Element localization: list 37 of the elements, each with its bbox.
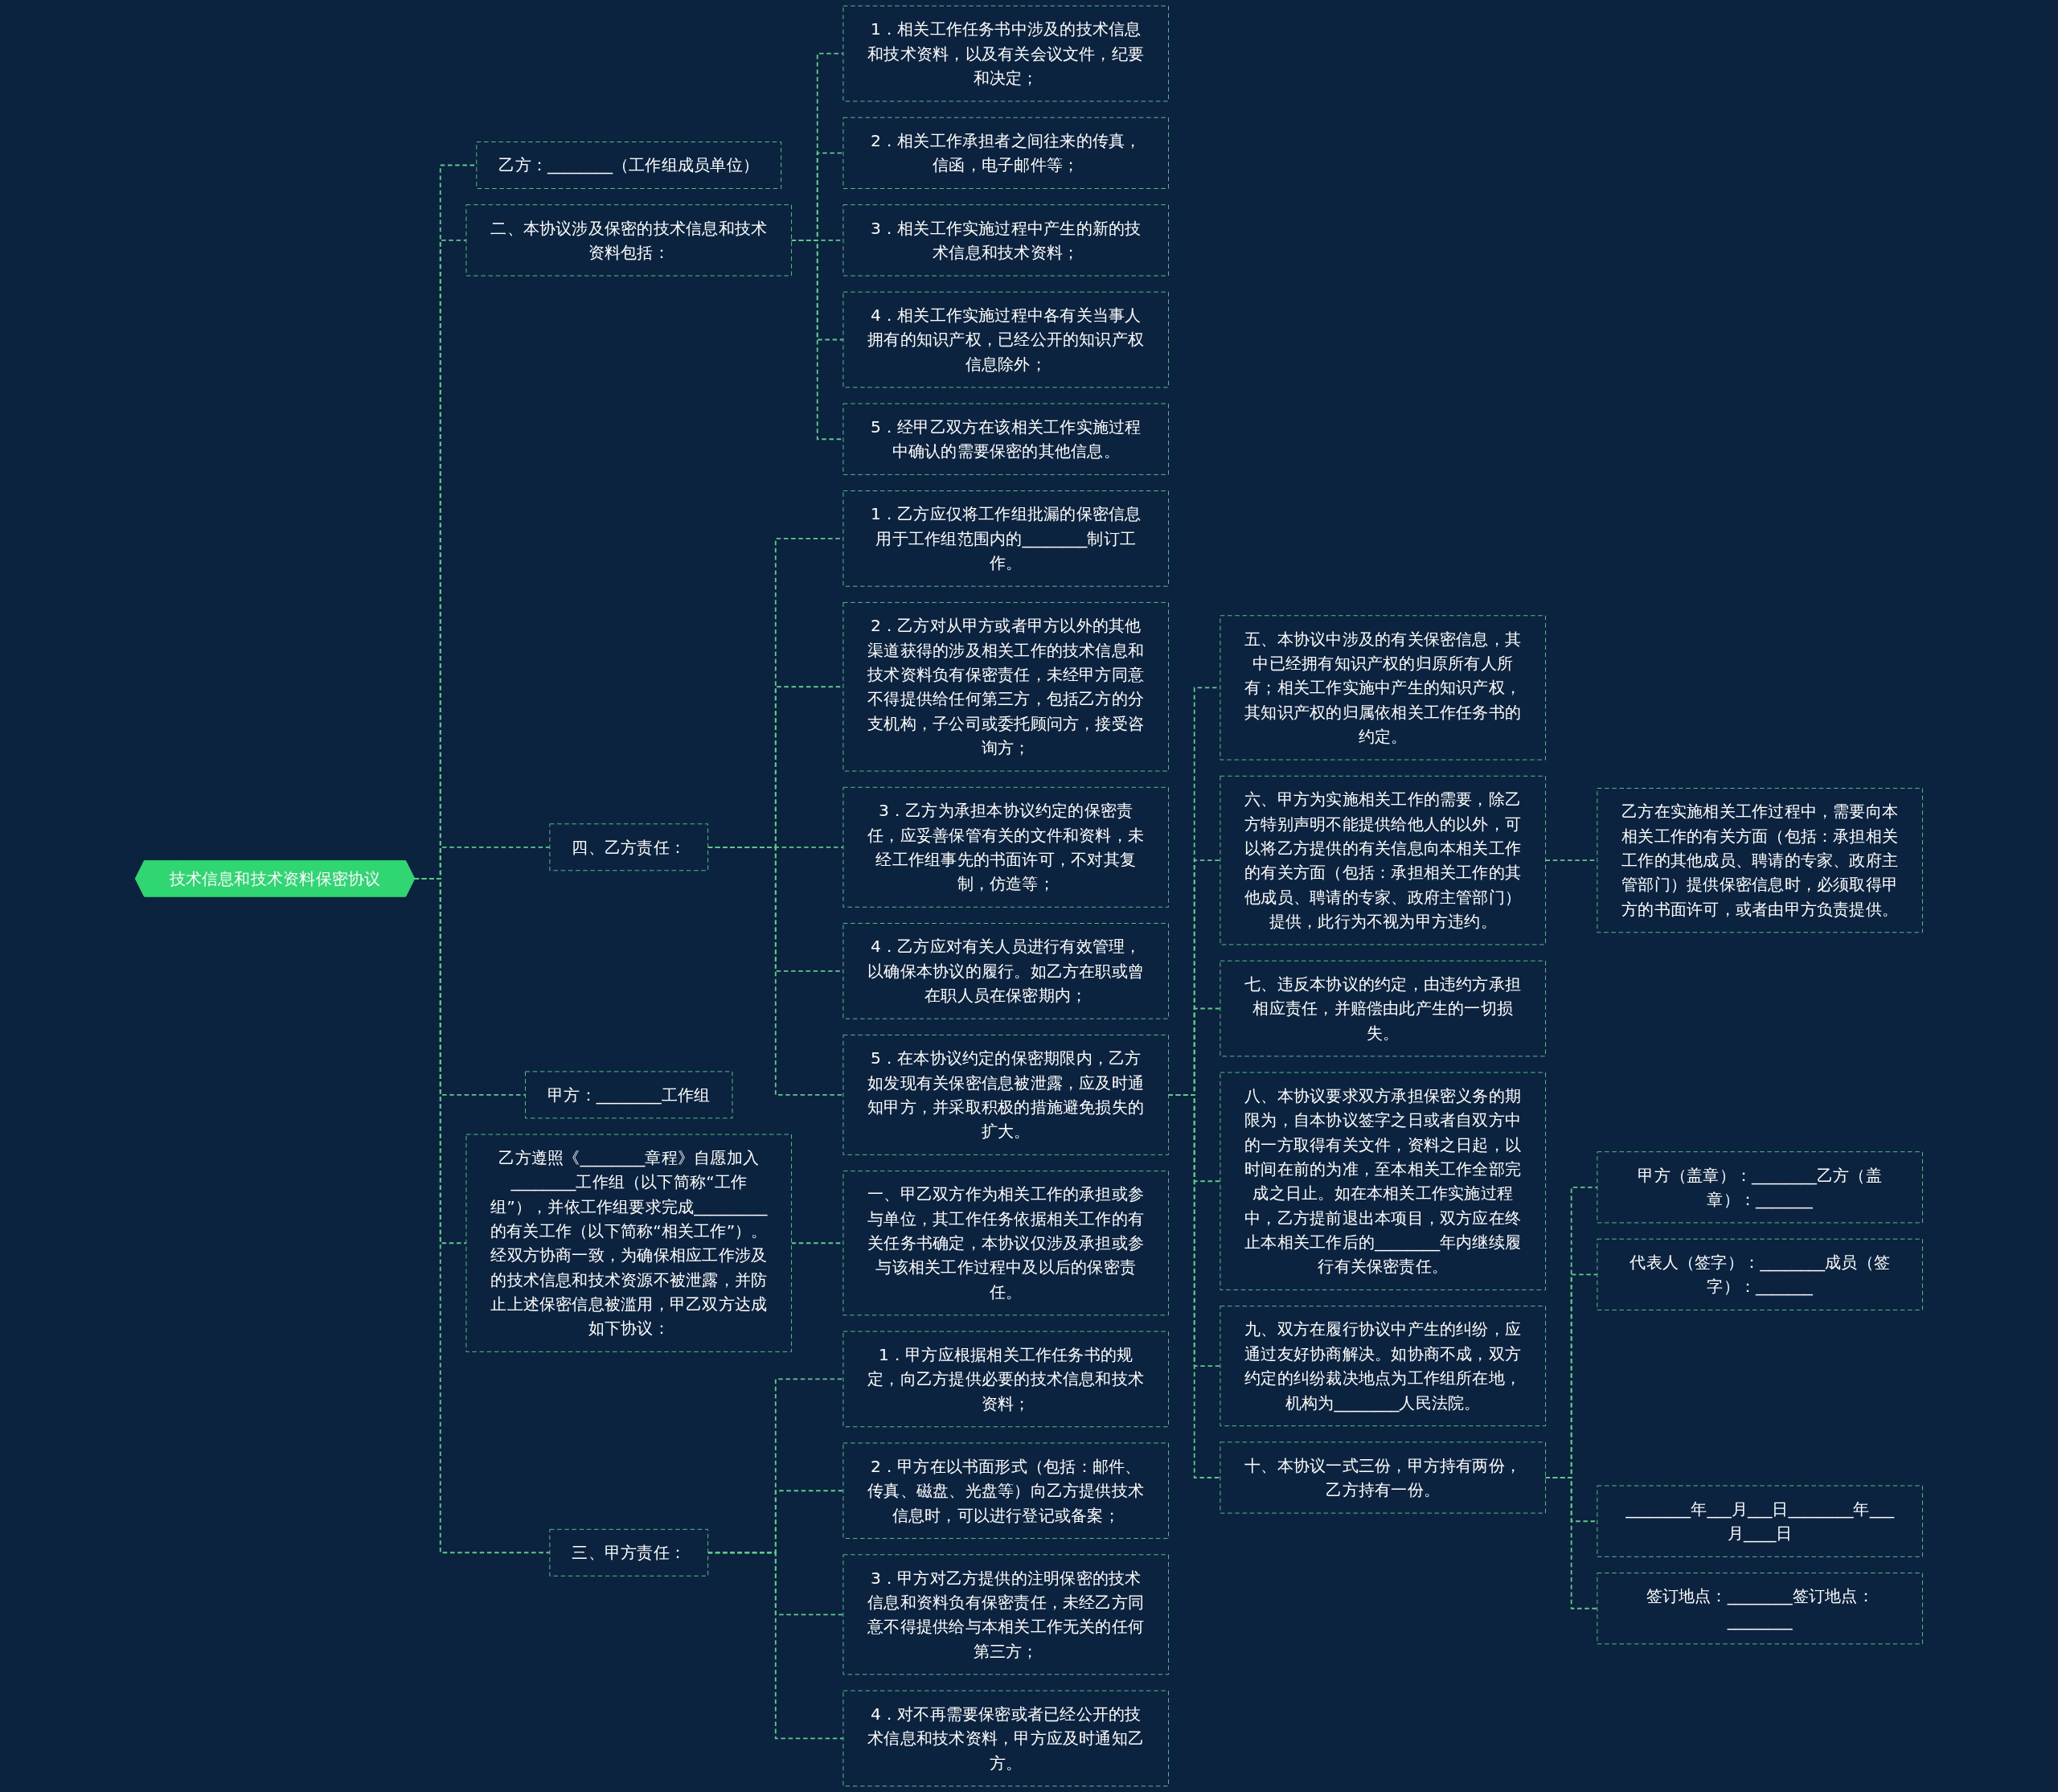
connector	[790, 239, 844, 441]
connector	[1167, 1093, 1221, 1478]
node-box	[1220, 960, 1546, 1057]
node-box	[842, 403, 1169, 475]
node-box	[465, 1134, 792, 1352]
node-box	[1220, 1441, 1546, 1514]
node-box	[1597, 1573, 1923, 1645]
node-box	[525, 1071, 733, 1119]
node-box	[842, 490, 1169, 587]
node-box	[842, 786, 1169, 908]
node-box	[842, 117, 1169, 189]
node-box	[842, 1554, 1169, 1675]
node-box	[476, 141, 782, 189]
node-box	[842, 602, 1169, 772]
node-box	[465, 204, 792, 277]
node-box	[842, 1442, 1169, 1540]
node-box	[842, 291, 1169, 388]
node-box	[1597, 1485, 1923, 1557]
node-box	[1220, 775, 1546, 945]
node-box	[1220, 1306, 1546, 1427]
node-box	[1220, 1072, 1546, 1290]
node-box	[1597, 788, 1923, 933]
node-box	[842, 204, 1169, 277]
connector	[707, 846, 844, 1096]
node-box	[842, 923, 1169, 1019]
node-box	[1597, 1238, 1923, 1310]
node-box	[842, 1171, 1169, 1316]
node-box	[842, 1690, 1169, 1787]
node-box	[549, 1528, 709, 1577]
node-box	[842, 1331, 1169, 1428]
node-box	[1220, 615, 1546, 761]
node-box	[842, 5, 1169, 102]
node-box	[549, 823, 709, 871]
connector	[707, 1552, 844, 1740]
node-box	[1597, 1151, 1923, 1224]
node-box	[842, 1034, 1169, 1155]
connector	[1544, 1477, 1598, 1610]
